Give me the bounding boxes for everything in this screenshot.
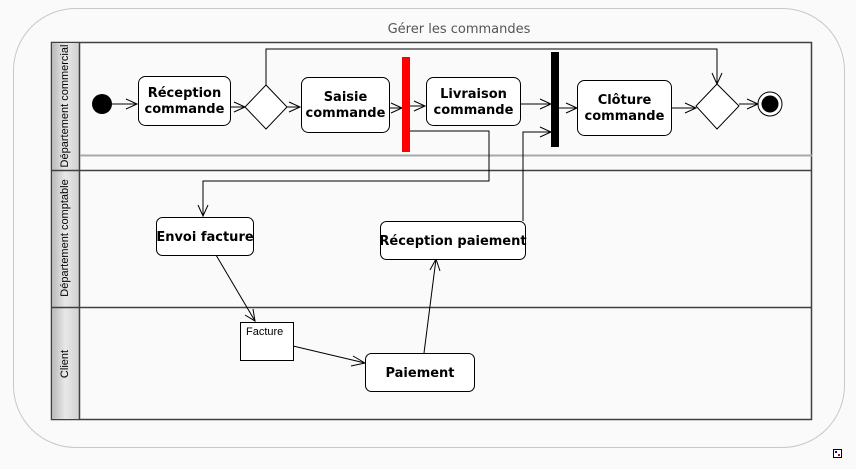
join-bar[interactable]: [551, 52, 559, 147]
edges: [110, 48, 760, 367]
action-cloture-commande[interactable]: Clôture commande: [577, 80, 672, 136]
lane-client[interactable]: Client: [59, 350, 71, 378]
edge-facture-paiement: [292, 345, 366, 364]
action-label-line: Livraison: [440, 87, 507, 102]
diagram-overview-icon[interactable]: [833, 449, 842, 458]
fork-bar[interactable]: [402, 57, 410, 152]
action-livraison-commande[interactable]: Livraison commande: [426, 77, 521, 126]
lane-label-commercial: Département commercial: [59, 45, 71, 168]
action-label-line: Clôture: [598, 93, 652, 108]
action-envoi-facture[interactable]: Envoi facture: [156, 217, 254, 256]
action-saisie-commande[interactable]: Saisie commande: [301, 77, 390, 133]
action-paiement[interactable]: Paiement: [365, 353, 475, 392]
action-label-line: Paiement: [385, 366, 454, 381]
lane-departement-comptable[interactable]: Département comptable: [51, 179, 812, 309]
action-label-line: commande: [145, 102, 225, 117]
edge-paiement-reception-paiement: [423, 258, 437, 354]
final-node[interactable]: [757, 91, 783, 117]
edge-envoi-facture-facture: [215, 254, 256, 322]
action-label-line: Réception paiement: [379, 234, 526, 249]
edge-decision-merge: [265, 48, 718, 86]
object-label: Facture: [246, 326, 283, 338]
action-label-line: Saisie: [324, 90, 368, 105]
lane-label-comptable: Département comptable: [59, 179, 71, 296]
action-reception-commande[interactable]: Réception commande: [138, 76, 231, 126]
lane-departement-commercial[interactable]: Département commercial: [51, 45, 812, 172]
edge-fork-envoi-facture: [202, 130, 490, 216]
action-label-line: Réception: [148, 86, 222, 101]
lane-label-client: Client: [59, 350, 71, 378]
action-reception-paiement[interactable]: Réception paiement: [379, 221, 527, 260]
action-label-line: commande: [306, 106, 386, 121]
action-label-line: Envoi facture: [156, 230, 254, 245]
action-label-line: commande: [434, 103, 514, 118]
diagram-title: Gérer les commandes: [388, 22, 531, 37]
edge-reception-paiement-join: [522, 131, 551, 221]
merge-node[interactable]: [695, 83, 740, 130]
action-label-line: commande: [585, 109, 665, 124]
initial-node[interactable]: [92, 94, 112, 114]
object-node-facture[interactable]: Facture: [240, 322, 294, 361]
decision-node[interactable]: [244, 84, 288, 130]
